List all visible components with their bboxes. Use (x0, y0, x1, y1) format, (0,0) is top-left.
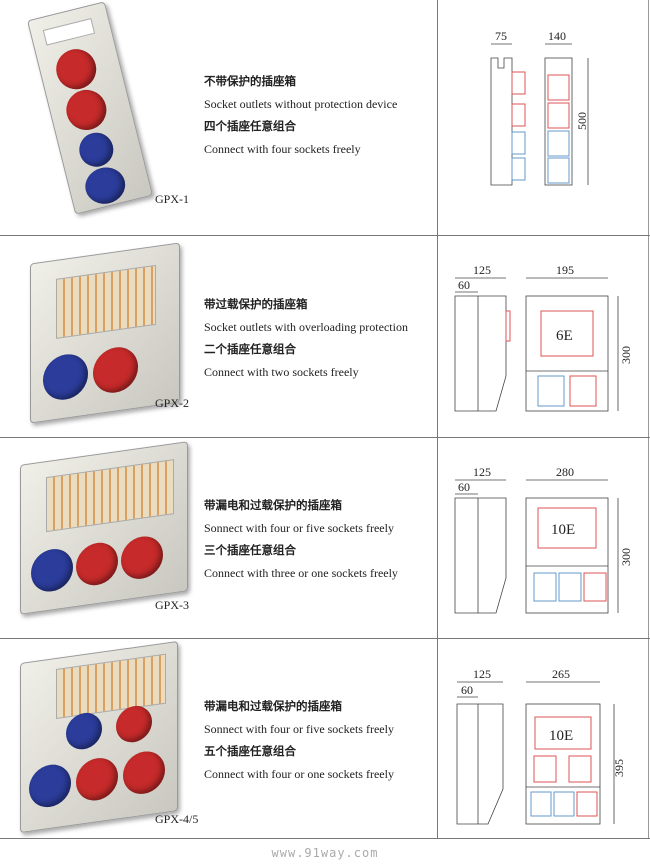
product-row-gpx-3: GPX-3 带漏电和过载保护的插座箱 Sonnect with four or … (0, 437, 650, 638)
dimension-drawing: 125 60 280 10E 300 (454, 465, 633, 614)
combo-en: Connect with three or one sockets freely (204, 565, 398, 580)
combo-en: Connect with two sockets freely (204, 364, 359, 379)
title-cn: 带漏电和过载保护的插座箱 (204, 498, 342, 512)
title-cn: 带过载保护的插座箱 (204, 297, 308, 311)
column-divider (437, 0, 438, 838)
dimension-drawing: 75 140 500 (490, 29, 589, 186)
product-photo (15, 640, 190, 834)
dim-height: 395 (612, 759, 626, 777)
product-description: 带漏电和过载保护的插座箱 Sonnect with four or five s… (204, 494, 398, 584)
title-cn: 带漏电和过载保护的插座箱 (204, 699, 342, 713)
product-photo (15, 441, 190, 618)
product-description: 不带保护的插座箱 Socket outlets without protecti… (204, 70, 397, 160)
dim-height: 300 (619, 346, 633, 364)
product-row-gpx-2: GPX-2 带过载保护的插座箱 Socket outlets with over… (0, 235, 650, 437)
product-description: 带漏电和过载保护的插座箱 Sonnect with four or five s… (204, 695, 394, 785)
dim-front: 280 (556, 465, 574, 479)
dim-inner: 60 (458, 480, 470, 494)
product-photo (25, 242, 185, 424)
title-en: Sonnect with four or five sockets freely (204, 520, 394, 535)
product-photo (20, 1, 170, 218)
model-label: GPX-2 (155, 396, 190, 410)
right-border (648, 0, 649, 838)
dim-side: 125 (473, 465, 491, 479)
dim-height: 300 (619, 548, 633, 566)
dimension-drawing: 125 60 195 6E 300 (454, 263, 633, 412)
dim-side: 125 (473, 263, 491, 277)
bottom-border (0, 838, 650, 839)
dim-front: 140 (548, 29, 566, 43)
product-row-gpx-4-5: GPX-4/5 带漏电和过载保护的插座箱 Sonnect with four o… (0, 638, 650, 838)
title-en: Sonnect with four or five sockets freely (204, 721, 394, 736)
dim-inner: 60 (461, 683, 473, 697)
combo-cn: 三个插座任意组合 (204, 543, 296, 557)
product-description: 带过载保护的插座箱 Socket outlets with overloadin… (204, 293, 408, 383)
dim-front: 195 (556, 263, 574, 277)
model-label: GPX-1 (155, 192, 190, 206)
dim-height: 500 (575, 112, 589, 130)
product-row-gpx-1: GPX-1 不带保护的插座箱 Socket outlets without pr… (0, 0, 650, 235)
panel-label: 6E (556, 328, 573, 344)
dim-inner: 60 (458, 278, 470, 292)
panel-label: 10E (551, 522, 575, 538)
combo-cn: 五个插座任意组合 (204, 744, 296, 758)
dim-side: 75 (495, 29, 507, 43)
dimension-drawing: 125 60 265 10E 395 (456, 667, 626, 825)
panel-label: 10E (549, 728, 573, 744)
combo-cn: 四个插座任意组合 (204, 119, 296, 133)
combo-en: Connect with four sockets freely (204, 141, 361, 156)
model-label: GPX-4/5 (155, 812, 199, 826)
title-en: Socket outlets without protection device (204, 96, 398, 111)
title-en: Socket outlets with overloading protecti… (204, 319, 408, 334)
title-cn: 不带保护的插座箱 (204, 74, 296, 88)
dim-front: 265 (552, 667, 570, 681)
combo-en: Connect with four or one sockets freely (204, 766, 394, 781)
dim-side: 125 (473, 667, 491, 681)
model-label: GPX-3 (155, 598, 190, 612)
watermark: www.91way.com (271, 846, 379, 860)
combo-cn: 二个插座任意组合 (204, 342, 296, 356)
